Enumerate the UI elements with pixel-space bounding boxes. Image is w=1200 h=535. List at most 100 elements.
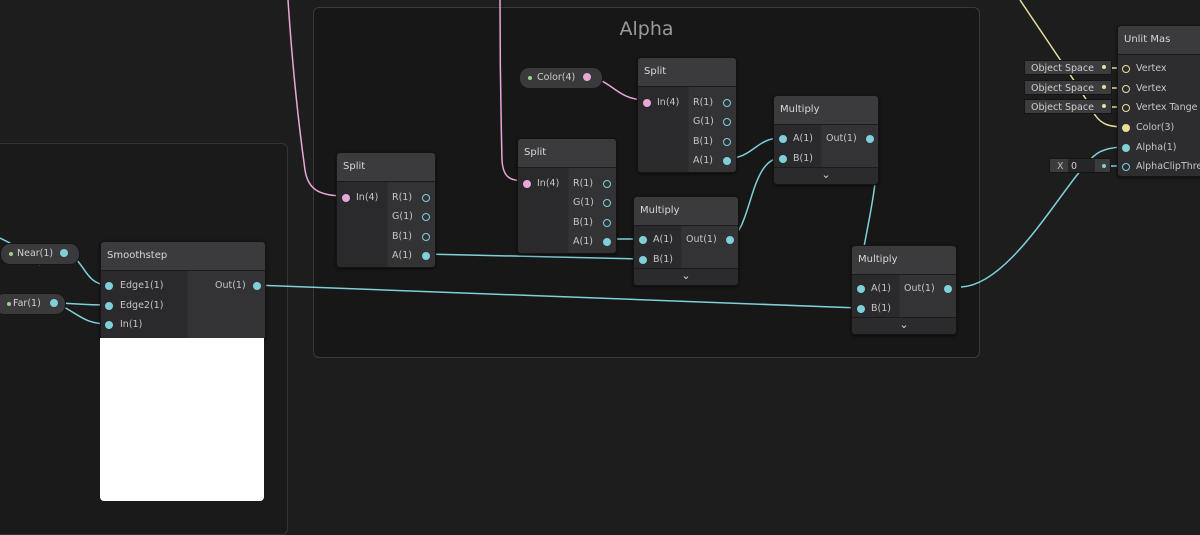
port-label: AlphaClipThre xyxy=(1136,161,1200,172)
alpha-clip-field[interactable]: X 0 xyxy=(1049,158,1111,173)
out-label: Out(1) xyxy=(904,283,935,294)
in-label: In(4) xyxy=(657,97,680,108)
object-space-field-1[interactable]: Object Space xyxy=(1024,60,1112,75)
in-label: In(4) xyxy=(356,192,379,203)
port-label: Alpha(1) xyxy=(1136,142,1177,153)
out-output-port[interactable] xyxy=(866,135,874,143)
in-label: In(1) xyxy=(120,319,143,330)
split-node-3[interactable]: Split In(4) R(1) G(1) B(1) A(1) xyxy=(637,57,737,173)
b-label: B(1) xyxy=(793,153,813,164)
r-output-port[interactable] xyxy=(723,99,731,107)
clip-output-port[interactable] xyxy=(1102,164,1106,168)
g-output-port[interactable] xyxy=(723,118,731,126)
far-property-label: Far(1) xyxy=(13,298,41,309)
node-title[interactable]: Multiply xyxy=(852,246,956,275)
clip-axis-label: X xyxy=(1057,161,1064,172)
r-label: R(1) xyxy=(573,178,594,189)
object-space-label: Object Space xyxy=(1031,102,1094,113)
near-property-node[interactable]: Near(1) xyxy=(0,243,80,265)
multiply-node-3[interactable]: Multiply A(1) B(1) Out(1) ⌄ xyxy=(851,245,957,335)
clip-value-input[interactable]: 0 xyxy=(1068,159,1095,172)
g-output-port[interactable] xyxy=(603,199,611,207)
b-output-port[interactable] xyxy=(422,233,430,241)
object-space-field-2[interactable]: Object Space xyxy=(1024,80,1112,95)
out-output-port[interactable] xyxy=(944,285,952,293)
port-label: Vertex Tange xyxy=(1136,102,1198,113)
g-output-port[interactable] xyxy=(422,213,430,221)
property-indicator xyxy=(7,302,11,306)
collapse-toggle[interactable]: ⌄ xyxy=(852,317,956,334)
b-label: B(1) xyxy=(871,303,891,314)
collapse-toggle[interactable]: ⌄ xyxy=(634,268,738,285)
far-property-node[interactable]: Far(1) xyxy=(0,293,66,315)
in-input-port[interactable] xyxy=(105,321,113,329)
node-title[interactable]: Split xyxy=(638,58,736,87)
color-input-port[interactable] xyxy=(1122,124,1130,132)
a-label: A(1) xyxy=(793,133,813,144)
node-title[interactable]: Smoothstep xyxy=(101,242,265,271)
unlit-master-node[interactable]: Unlit Mas Vertex Vertex Vertex Tange Col… xyxy=(1117,25,1200,177)
property-indicator xyxy=(528,76,532,80)
b-output-port[interactable] xyxy=(603,219,611,227)
group-title[interactable]: Alpha xyxy=(619,18,674,40)
g-label: G(1) xyxy=(392,211,413,222)
edge2-input-port[interactable] xyxy=(105,302,113,310)
r-output-port[interactable] xyxy=(603,180,611,188)
r-output-port[interactable] xyxy=(422,194,430,202)
smoothstep-preview xyxy=(100,338,264,501)
b-label: B(1) xyxy=(392,231,412,242)
a-output-port[interactable] xyxy=(603,238,611,246)
near-output-port[interactable] xyxy=(60,249,68,257)
a-input-port[interactable] xyxy=(779,135,787,143)
alpha-clip-input-port[interactable] xyxy=(1122,163,1130,171)
space-output-port[interactable] xyxy=(1102,85,1106,89)
port-label: Vertex xyxy=(1136,63,1167,74)
in-input-port[interactable] xyxy=(643,99,651,107)
b-input-port[interactable] xyxy=(639,256,647,264)
a-input-port[interactable] xyxy=(857,285,865,293)
out-output-port[interactable] xyxy=(726,236,734,244)
collapse-toggle[interactable]: ⌄ xyxy=(774,167,878,184)
a-output-port[interactable] xyxy=(422,252,430,260)
a-output-port[interactable] xyxy=(723,157,731,165)
in-label: In(4) xyxy=(537,178,560,189)
node-title[interactable]: Multiply xyxy=(634,197,738,226)
node-title[interactable]: Unlit Mas xyxy=(1118,26,1200,55)
node-title[interactable]: Split xyxy=(518,139,616,168)
vertex-position-port[interactable] xyxy=(1122,65,1130,73)
split-node-1[interactable]: Split In(4) R(1) G(1) B(1) A(1) xyxy=(336,152,436,268)
far-output-port[interactable] xyxy=(50,299,58,307)
vertex-tangent-port[interactable] xyxy=(1122,104,1130,112)
color-output-port[interactable] xyxy=(583,73,591,81)
edge1-input-port[interactable] xyxy=(105,282,113,290)
out-output-port[interactable] xyxy=(253,282,261,290)
color-property-label: Color(4) xyxy=(537,72,576,83)
smoothstep-node[interactable]: Smoothstep Edge1(1) Edge2(1) In(1) Out(1… xyxy=(100,241,266,340)
object-space-field-3[interactable]: Object Space xyxy=(1024,99,1112,114)
space-output-port[interactable] xyxy=(1102,65,1106,69)
property-indicator xyxy=(9,252,13,256)
multiply-node-2[interactable]: Multiply A(1) B(1) Out(1) ⌄ xyxy=(773,95,879,185)
a-input-port[interactable] xyxy=(639,236,647,244)
vertex-normal-port[interactable] xyxy=(1122,85,1130,93)
node-title[interactable]: Split xyxy=(337,153,435,182)
node-title[interactable]: Multiply xyxy=(774,96,878,125)
g-label: G(1) xyxy=(573,197,594,208)
multiply-node-1[interactable]: Multiply A(1) B(1) Out(1) ⌄ xyxy=(633,196,739,286)
color-property-node[interactable]: Color(4) xyxy=(519,67,603,89)
b-input-port[interactable] xyxy=(779,155,787,163)
alpha-input-port[interactable] xyxy=(1122,144,1130,152)
port-label: Vertex xyxy=(1136,83,1167,94)
g-label: G(1) xyxy=(693,116,714,127)
edge1-label: Edge1(1) xyxy=(120,280,164,291)
b-input-port[interactable] xyxy=(857,305,865,313)
in-input-port[interactable] xyxy=(342,194,350,202)
split-node-2[interactable]: Split In(4) R(1) G(1) B(1) A(1) xyxy=(517,138,617,254)
b-label: B(1) xyxy=(693,136,713,147)
a-label: A(1) xyxy=(392,250,412,261)
space-output-port[interactable] xyxy=(1102,104,1106,108)
a-label: A(1) xyxy=(693,155,713,166)
in-input-port[interactable] xyxy=(523,180,531,188)
b-output-port[interactable] xyxy=(723,138,731,146)
b-label: B(1) xyxy=(653,254,673,265)
